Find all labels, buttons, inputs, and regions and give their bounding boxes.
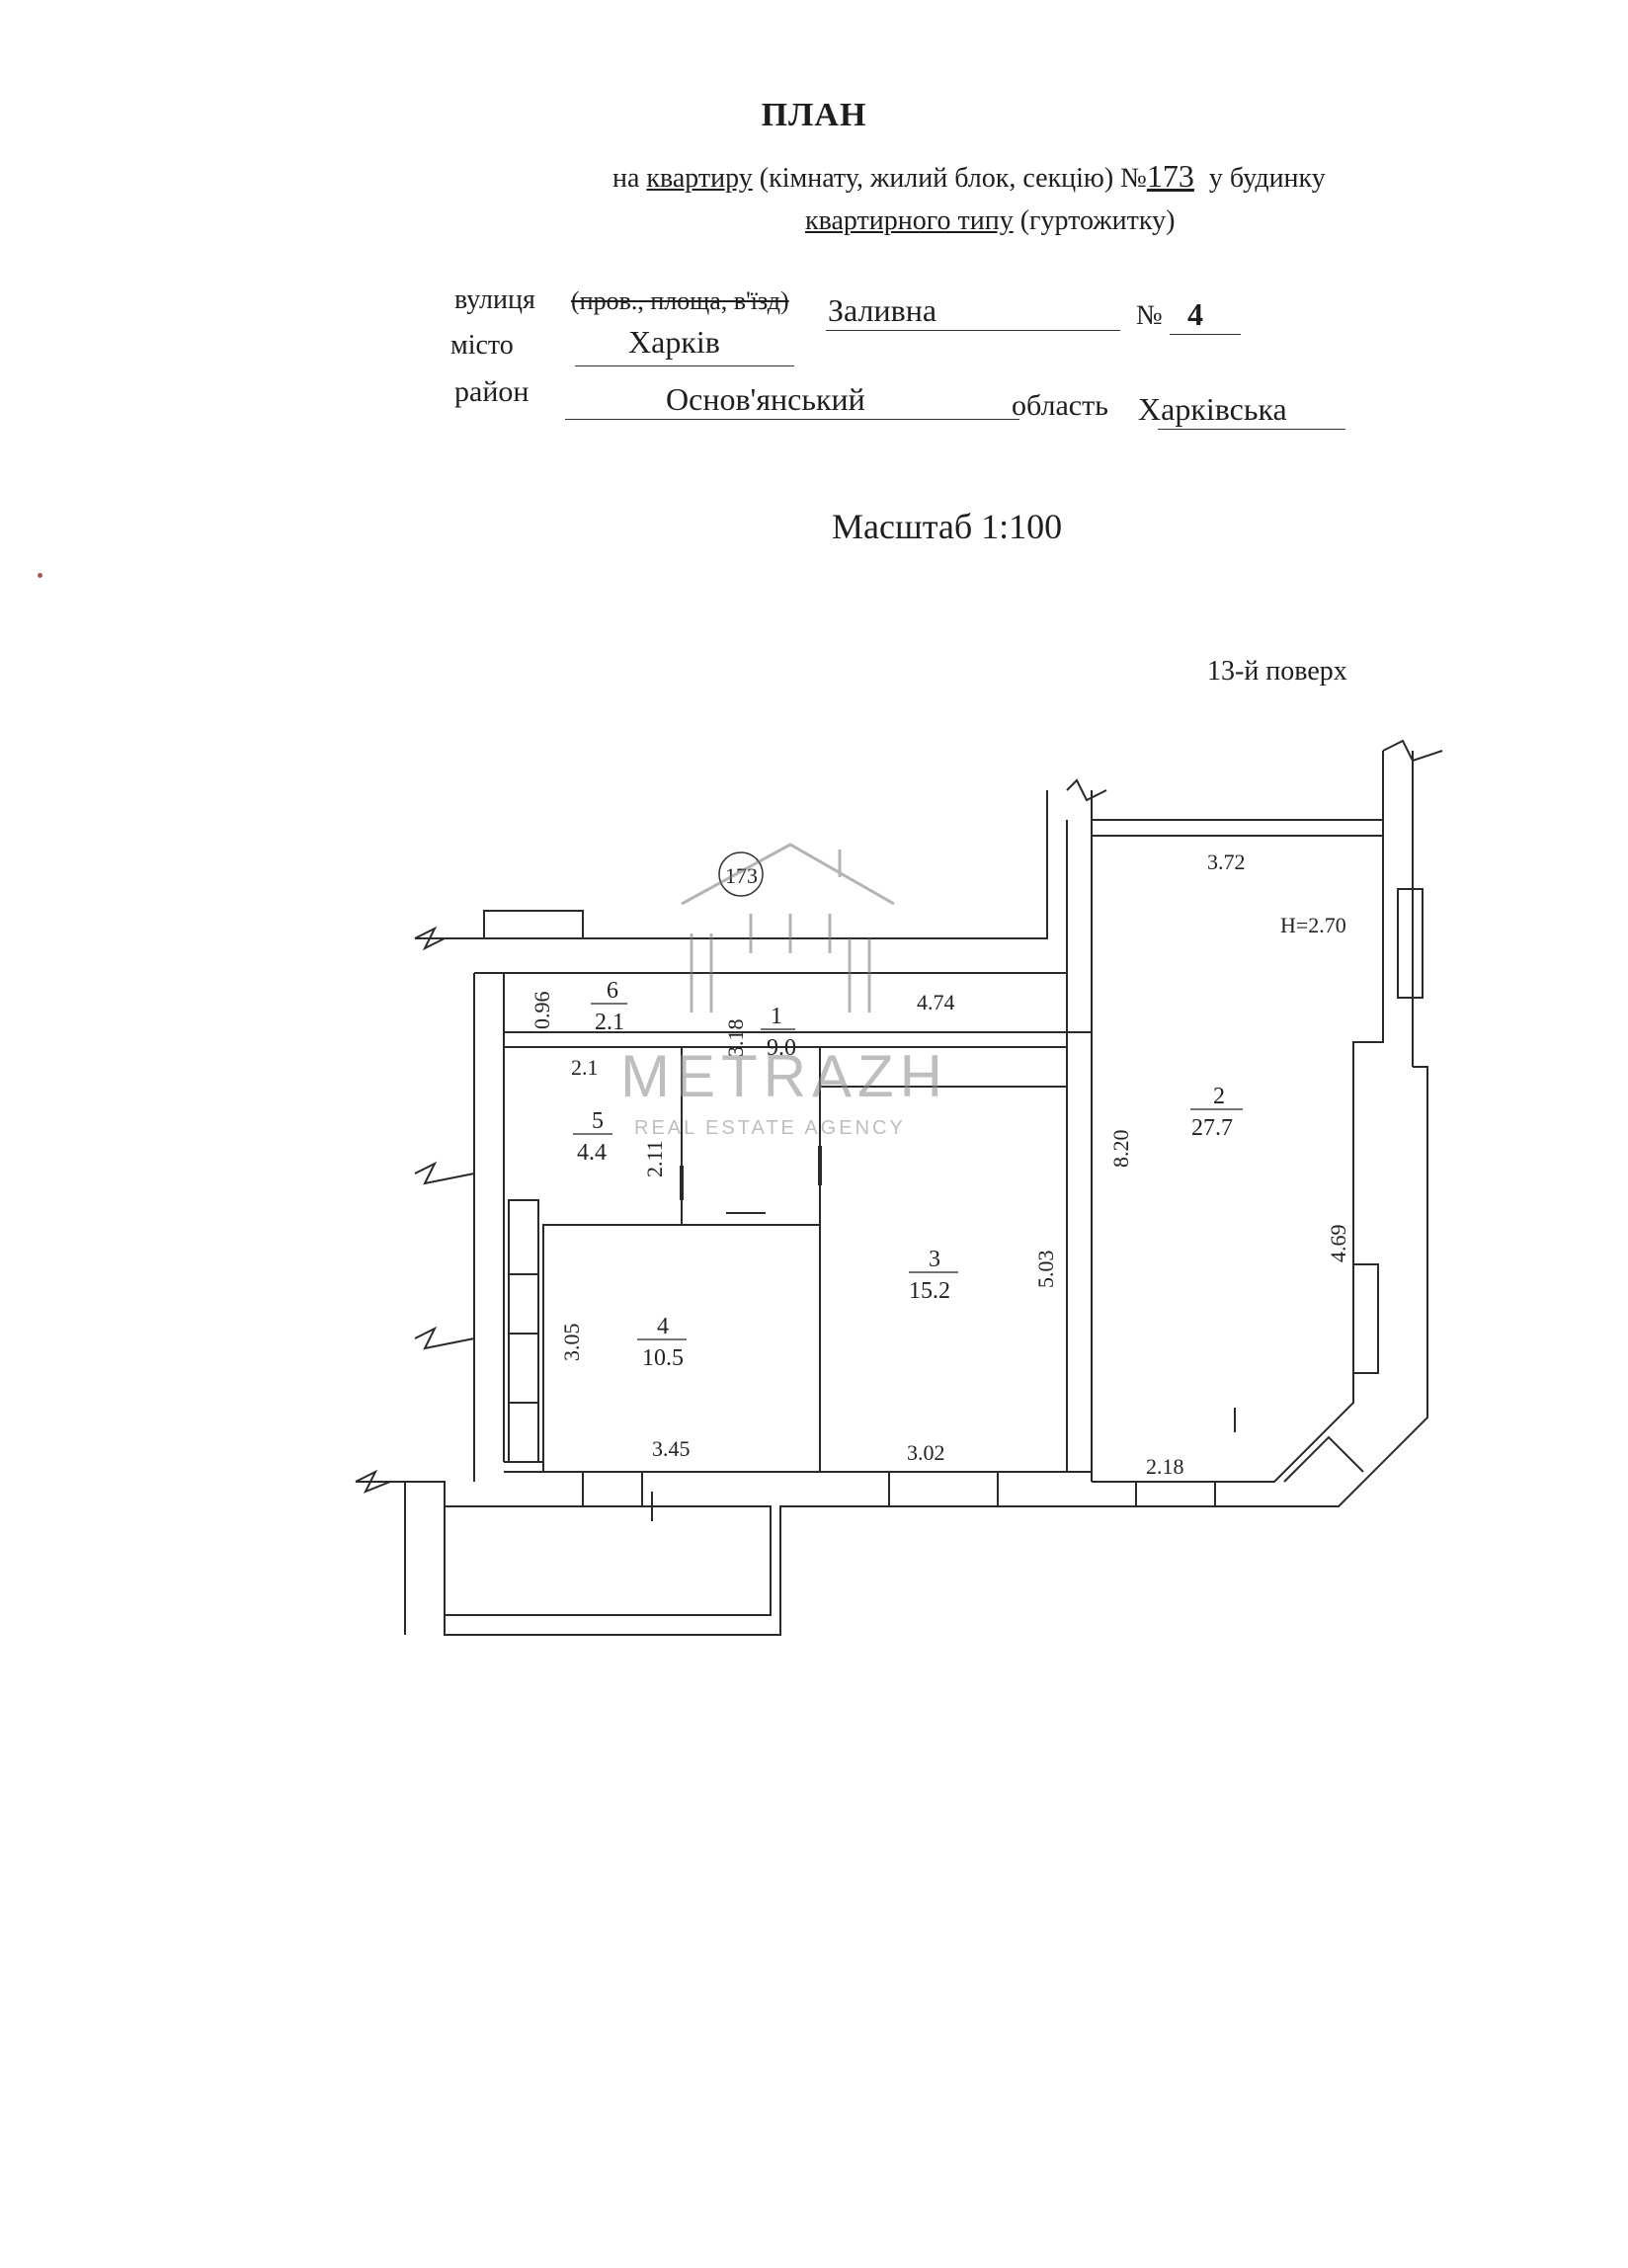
- room3-number: 3: [929, 1247, 940, 1272]
- house-underline: [1170, 334, 1241, 335]
- district-label: район: [454, 375, 529, 408]
- house-label: №: [1136, 300, 1163, 331]
- street-label: вулиця: [454, 284, 535, 315]
- room6-number: 6: [607, 978, 618, 1004]
- dim-room1-depth: 3.18: [723, 1019, 748, 1058]
- room2-top-wall: [1091, 819, 1384, 837]
- city-underline: [575, 365, 794, 366]
- dormitory-text: (гуртожитку): [1019, 205, 1176, 236]
- building-text: у будинку: [1208, 163, 1326, 194]
- wall-break-mid-left: [414, 1161, 475, 1185]
- street-value: Заливна: [828, 292, 937, 328]
- wall-break-top-right: [1382, 739, 1443, 763]
- dim-room2-east: 4.69: [1326, 1225, 1350, 1263]
- ceiling-height: H=2.70: [1280, 913, 1346, 937]
- watermark-subtitle: REAL ESTATE AGENCY: [634, 1117, 906, 1139]
- apartment-marker-circle: [718, 851, 764, 897]
- vent-shaft: [483, 910, 584, 939]
- street-underline: [826, 330, 1120, 331]
- scale-label: Масштаб 1:100: [832, 507, 1063, 546]
- dim-room6-depth: 0.96: [529, 992, 554, 1030]
- house-value: 4: [1187, 296, 1203, 332]
- city-label: місто: [450, 330, 514, 361]
- apartment-word: квартиру: [646, 163, 753, 194]
- dim-room3-width: 3.02: [907, 1440, 945, 1465]
- apartment-marker-number: 173: [725, 863, 758, 888]
- dim-room5-width: 2.1: [571, 1055, 599, 1080]
- type-list-text: (кімнату, жилий блок, секцію) №: [759, 163, 1147, 194]
- dim-corridor-length: 4.74: [917, 990, 955, 1014]
- room5-number: 5: [592, 1108, 604, 1134]
- wall-break-top-left: [414, 926, 446, 951]
- top-wall-inner: [474, 820, 1068, 974]
- room4-area: 10.5: [642, 1345, 684, 1371]
- window-room2-south: [1135, 1481, 1216, 1507]
- prefix-text: на: [612, 163, 640, 194]
- city-value: Харків: [628, 324, 720, 360]
- watermark-brand: METRAZH: [620, 1043, 948, 1109]
- wall-lines: [355, 739, 1443, 1636]
- apartment-number: 173: [1146, 158, 1194, 194]
- window-room2-east-low: [1352, 1263, 1379, 1374]
- region-underline: [1158, 429, 1345, 430]
- room2-number: 2: [1213, 1084, 1225, 1109]
- wall-break-top-mid: [1066, 778, 1107, 802]
- dimension-labels: 3.72 H=2.70 4.74 0.96 2.1 3.18 2.11 8.20…: [529, 850, 1350, 1479]
- room6-corridor: [503, 972, 1068, 1033]
- dim-room2-depth: 8.20: [1108, 1130, 1133, 1169]
- watermark-logo: [681, 843, 895, 1012]
- window-column: [508, 1199, 539, 1463]
- dim-room4-width: 3.45: [652, 1436, 691, 1461]
- room-labels: 6 2.1 1 9.0 2 27.7 3 15.2 4 10.5 5 4.4: [573, 978, 1243, 1371]
- room1-number: 1: [771, 1004, 782, 1029]
- window-room2-corner: [1283, 1435, 1364, 1483]
- outer-south-wall: [356, 1066, 1428, 1636]
- header-line-1: на квартиру (кімнату, жилий блок, секцію…: [612, 158, 1326, 195]
- window-room3: [888, 1471, 999, 1507]
- apartment-type-text: квартирного типу: [805, 205, 1014, 236]
- floor-label: 13-й поверх: [1207, 656, 1347, 687]
- room4-number: 4: [657, 1314, 669, 1339]
- window-room4: [582, 1471, 643, 1507]
- room5-area: 4.4: [577, 1140, 607, 1166]
- room3-area: 15.2: [909, 1278, 950, 1304]
- paper-mark: [38, 573, 42, 578]
- watermark: METRAZH REAL ESTATE AGENCY: [620, 843, 948, 1139]
- region-label: область: [1012, 389, 1108, 422]
- dim-room5-depth: 2.11: [642, 1140, 667, 1177]
- region-value: Харківська: [1138, 391, 1287, 427]
- district-value: Основ'янський: [666, 381, 865, 417]
- room2-area: 27.7: [1191, 1115, 1233, 1141]
- dim-room2-width: 3.72: [1207, 850, 1246, 874]
- dim-room3-depth: 5.03: [1033, 1251, 1058, 1289]
- street-alt-label: (пров., площа, в'їзд): [571, 286, 789, 315]
- top-wall-outer: [415, 790, 1048, 939]
- district-underline: [565, 419, 1019, 420]
- window-room2-east: [1397, 888, 1424, 999]
- header-line-2: квартирного типу (гуртожитку): [805, 205, 1175, 237]
- room2-right-wall: [1092, 836, 1384, 1483]
- wall-break-low-left: [414, 1326, 475, 1350]
- room6-area: 2.1: [595, 1010, 624, 1035]
- dim-room2-south: 2.18: [1146, 1454, 1184, 1479]
- dim-room4-depth: 3.05: [559, 1324, 584, 1362]
- plan-title: ПЛАН: [761, 97, 867, 133]
- room1-area: 9.0: [767, 1035, 796, 1061]
- balcony: [444, 1505, 772, 1616]
- wall-break-bottom-left: [355, 1469, 391, 1494]
